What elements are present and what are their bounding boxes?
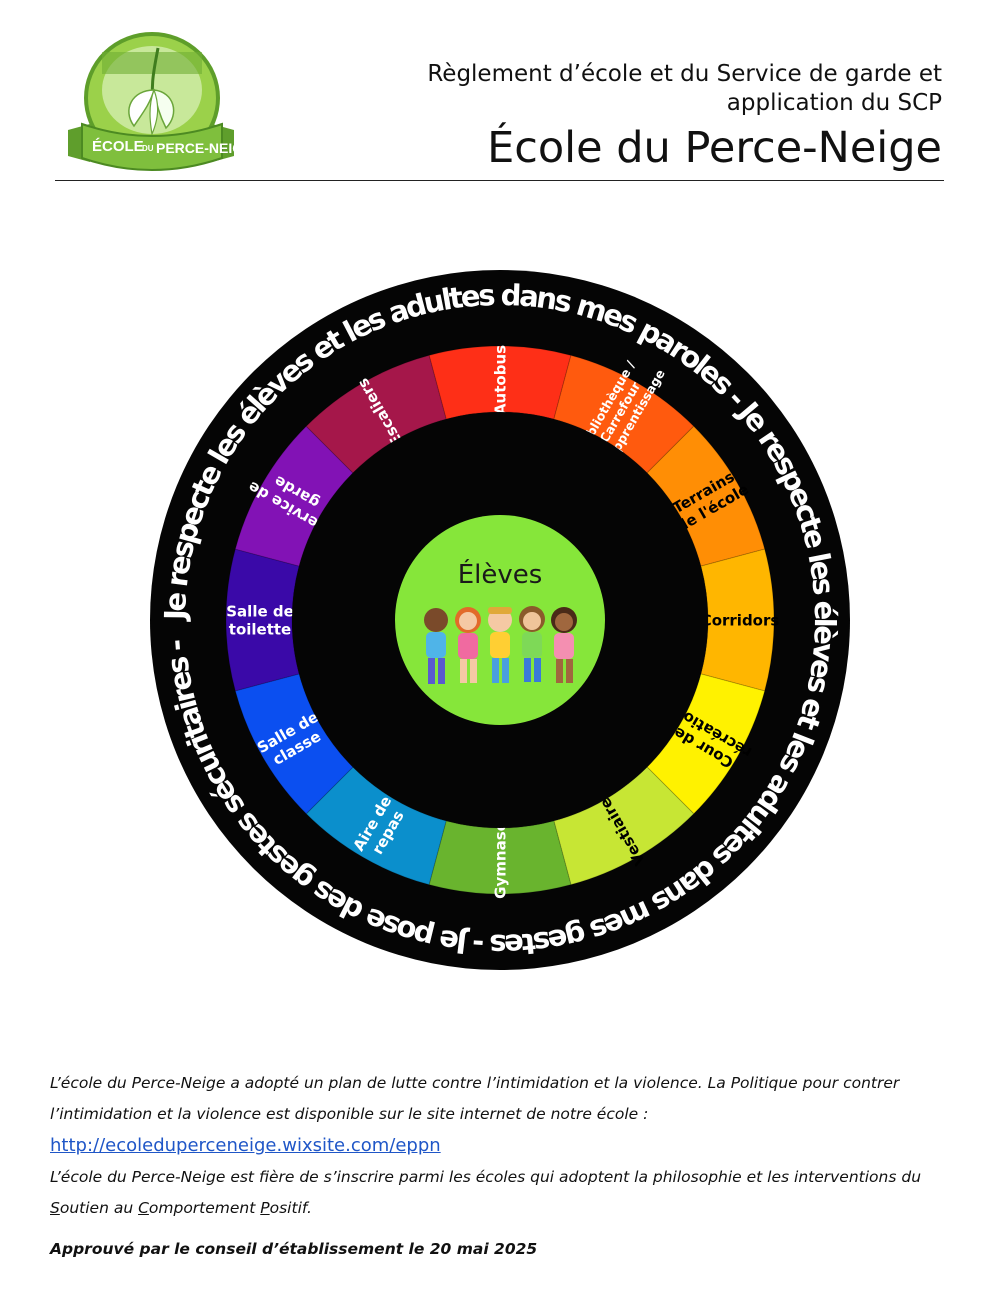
header-divider <box>55 180 944 181</box>
wheel-segment-label-4: Corridors <box>701 611 780 629</box>
wheel-segment-label-line: Salle de <box>226 602 294 620</box>
scp-letter-c: C <box>138 1199 149 1217</box>
wheel-segment-label-line: toilette <box>229 620 291 638</box>
wheel-segment-label-line: Corridors <box>701 611 780 629</box>
scp-word-positif: ositif. <box>269 1199 312 1217</box>
school-logo: ÉCOLE DU PERCE-NEIGE <box>68 32 240 171</box>
policy-link[interactable]: http://ecoleduperceneige.wixsite.com/epp… <box>50 1135 441 1156</box>
footer: L’école du Perce-Neige a adopté un plan … <box>50 1068 955 1265</box>
logo-text-du: DU <box>142 144 154 153</box>
header: Règlement d’école et du Service de garde… <box>342 60 942 174</box>
children-holding-hands-icon <box>424 606 577 684</box>
logo-text-ecole: ÉCOLE <box>92 138 144 155</box>
scp-paragraph: L’école du Perce-Neige est fière de s’in… <box>50 1162 955 1224</box>
anti-bullying-paragraph: L’école du Perce-Neige a adopté un plan … <box>50 1074 900 1123</box>
scp-intro-text: L’école du Perce-Neige est fière de s’in… <box>50 1168 922 1186</box>
document-subtitle-line1: Règlement d’école et du Service de garde… <box>427 61 942 87</box>
logo-text-perce-neige: PERCE-NEIGE <box>156 140 240 156</box>
wheel-segment-label-1: Autobus <box>491 345 509 415</box>
approval-note: Approuvé par le conseil d’établissement … <box>50 1240 538 1258</box>
document-subtitle-line2: application du SCP <box>726 90 942 116</box>
wheel-segment-label-line: Gymnase <box>491 821 509 899</box>
center-label: Élèves <box>458 558 543 590</box>
school-name: École du Perce-Neige <box>487 123 942 173</box>
scp-word-soutien: outien au <box>59 1199 139 1217</box>
snowdrop-flower-icon <box>128 47 175 137</box>
scp-letter-s: S <box>50 1199 60 1217</box>
wheel-segment-label-7: Gymnase <box>491 821 509 899</box>
wheel-segment-label-line: Autobus <box>491 345 509 415</box>
scp-word-comportement: omportement <box>148 1199 261 1217</box>
scp-letter-p: P <box>260 1199 270 1217</box>
